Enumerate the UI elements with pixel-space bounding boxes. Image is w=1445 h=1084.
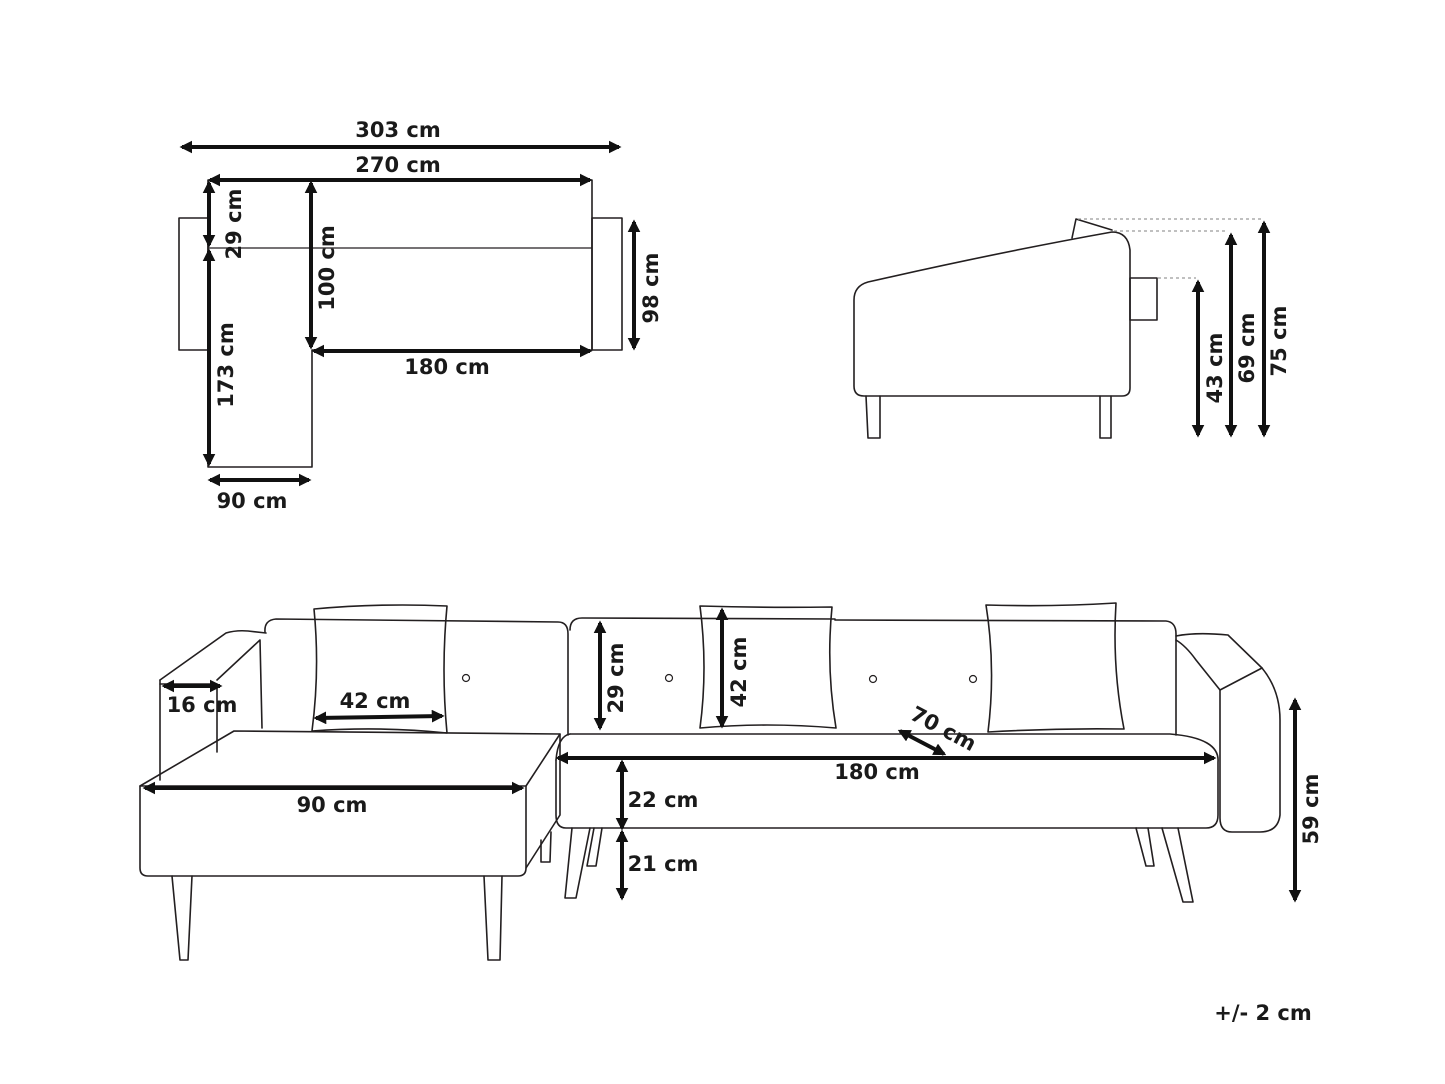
dim-label-70: 70 cm <box>906 702 980 756</box>
dim-label-59: 59 cm <box>1299 774 1323 845</box>
tufting-button <box>868 674 878 684</box>
dim-arrow-70 <box>897 729 947 756</box>
dim-label-173: 173 cm <box>214 322 238 407</box>
side-view: 43 cm 69 cm 75 cm <box>853 218 1291 439</box>
dim-label-303: 303 cm <box>355 118 440 142</box>
top-view: 303 cm 270 cm 29 cm 173 cm 100 cm 180 cm… <box>178 118 663 513</box>
side-view-outline <box>853 218 1158 439</box>
dim-label-90-front: 90 cm <box>297 793 368 817</box>
dim-label-43: 43 cm <box>1203 333 1227 404</box>
dim-label-180-top: 180 cm <box>404 355 489 379</box>
front-view-outline <box>139 602 1281 961</box>
dim-label-180-front: 180 cm <box>834 760 919 784</box>
dim-label-75: 75 cm <box>1267 306 1291 377</box>
dim-label-270: 270 cm <box>355 153 440 177</box>
dim-label-90-top: 90 cm <box>217 489 288 513</box>
dim-label-100: 100 cm <box>315 225 339 310</box>
dim-label-16: 16 cm <box>167 693 238 717</box>
dim-label-69: 69 cm <box>1235 313 1259 384</box>
tufting-button <box>664 673 674 683</box>
tolerance-note: +/- 2 cm <box>1214 1001 1312 1025</box>
dim-label-98: 98 cm <box>639 253 663 324</box>
front-view: 16 cm 42 cm 29 cm 42 cm 70 cm 180 cm 90 … <box>139 602 1323 961</box>
dim-label-42-width: 42 cm <box>340 689 411 713</box>
dim-label-22: 22 cm <box>628 788 699 812</box>
dim-arrow-42-width <box>313 709 445 725</box>
tufting-button <box>461 673 471 683</box>
dim-label-29-top: 29 cm <box>222 189 246 260</box>
dim-label-29-front: 29 cm <box>604 643 628 714</box>
tufting-button <box>968 674 978 684</box>
dim-label-42-height: 42 cm <box>727 637 751 708</box>
dim-label-21: 21 cm <box>628 852 699 876</box>
